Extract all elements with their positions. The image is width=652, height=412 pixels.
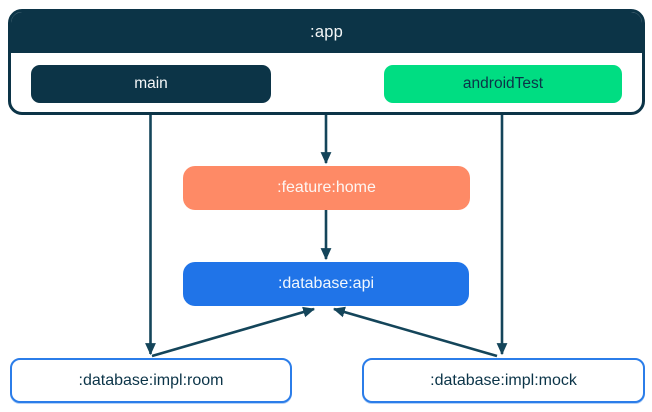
edge-database-impl-room-to-database-api (151, 306, 316, 358)
source-set-main: main (31, 65, 271, 103)
module-database-api-label: :database:api (277, 275, 375, 292)
source-set-androidtest-label: androidTest (462, 75, 544, 92)
source-set-androidtest: androidTest (384, 65, 622, 103)
app-module-container: :app main androidTest (8, 9, 645, 115)
app-module-label: :app (310, 23, 343, 41)
app-module-header: :app (11, 12, 642, 53)
module-database-api: :database:api (183, 262, 469, 306)
module-database-impl-mock-label: :database:impl:mock (430, 371, 577, 389)
source-set-main-label: main (134, 75, 168, 92)
module-feature-home-label: :feature:home (277, 179, 376, 196)
module-database-impl-mock: :database:impl:mock (362, 358, 645, 403)
module-database-impl-room-label: :database:impl:room (78, 371, 224, 389)
module-database-impl-room: :database:impl:room (10, 358, 292, 403)
edge-database-impl-mock-to-database-api (332, 306, 498, 358)
module-feature-home: :feature:home (183, 166, 470, 210)
